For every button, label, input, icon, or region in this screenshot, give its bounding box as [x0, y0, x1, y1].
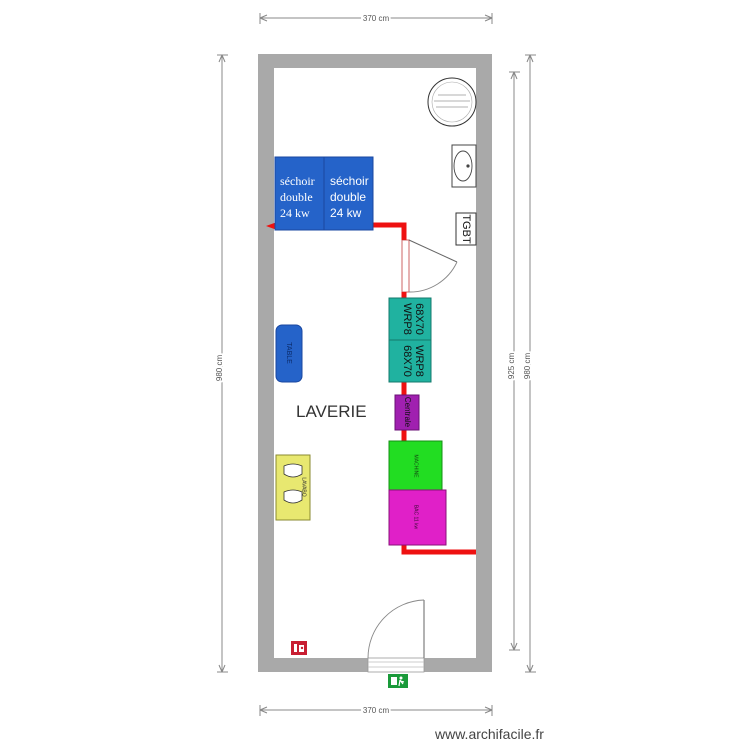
washer-1-line1: WRP8 [401, 303, 413, 335]
electrical-panel-label: TGBT [460, 214, 472, 244]
dimension-bottom-label: 370 cm [363, 706, 390, 715]
table[interactable]: TABLE [275, 324, 303, 383]
green-unit[interactable]: MACHINE [388, 440, 443, 491]
electrical-panel[interactable] [455, 212, 477, 246]
dryer-2-line2: double [330, 190, 366, 204]
dimension-right-outer-label: 980 cm [523, 353, 532, 380]
dimension-right-outer [525, 54, 536, 673]
dryer-1-line3: 24 kw [280, 206, 310, 220]
sink-unit-label: LAVABO [301, 477, 307, 496]
centrale-label: Centrale [403, 397, 412, 428]
dryer-1-line1: séchoir [280, 174, 315, 188]
pipe-network [372, 222, 476, 555]
dimension-bottom [259, 705, 493, 716]
round-vent-icon [427, 77, 477, 127]
fire-extinguisher-icon [291, 641, 307, 655]
dryer-2[interactable]: séchoir double 24 kw [323, 156, 374, 231]
walls [258, 54, 492, 672]
dryer-1[interactable]: séchoir double 24 kw [274, 156, 325, 231]
washer-2[interactable]: WRP8 68X70 [388, 339, 432, 383]
table-label: TABLE [285, 342, 292, 364]
washer-1[interactable]: WRP8 68X70 [388, 297, 432, 341]
dimension-right-inner [509, 71, 520, 651]
dimension-top [259, 13, 493, 24]
double-sink-unit[interactable]: LAVABO [275, 454, 311, 521]
site-watermark: www.archifacile.fr [435, 726, 544, 742]
dryer-1-line2: double [280, 190, 313, 204]
sink-icon [451, 144, 477, 188]
emergency-exit-icon [388, 674, 408, 688]
dimension-left-label: 980 cm [215, 355, 224, 382]
dimension-left [217, 54, 228, 673]
centrale-unit[interactable]: Centrale [394, 394, 420, 431]
magenta-unit-label: BAC 11 kw [413, 505, 419, 530]
entrance-door[interactable] [367, 599, 425, 673]
green-unit-label: MACHINE [413, 454, 419, 478]
washer-2-line2: 68X70 [401, 345, 413, 377]
dimension-top-label: 370 cm [363, 14, 390, 23]
dimension-right-inner-label: 925 cm [507, 353, 516, 380]
dryer-2-line1: séchoir [330, 174, 369, 188]
room-name: LAVERIE [296, 402, 367, 421]
dryer-2-line3: 24 kw [330, 206, 362, 220]
interior-door[interactable] [401, 239, 458, 293]
washer-1-line2: 68X70 [413, 303, 425, 335]
magenta-unit[interactable]: BAC 11 kw [388, 489, 447, 546]
washer-2-line1: WRP8 [413, 345, 425, 377]
pipe-outlet-arrow [266, 222, 277, 230]
